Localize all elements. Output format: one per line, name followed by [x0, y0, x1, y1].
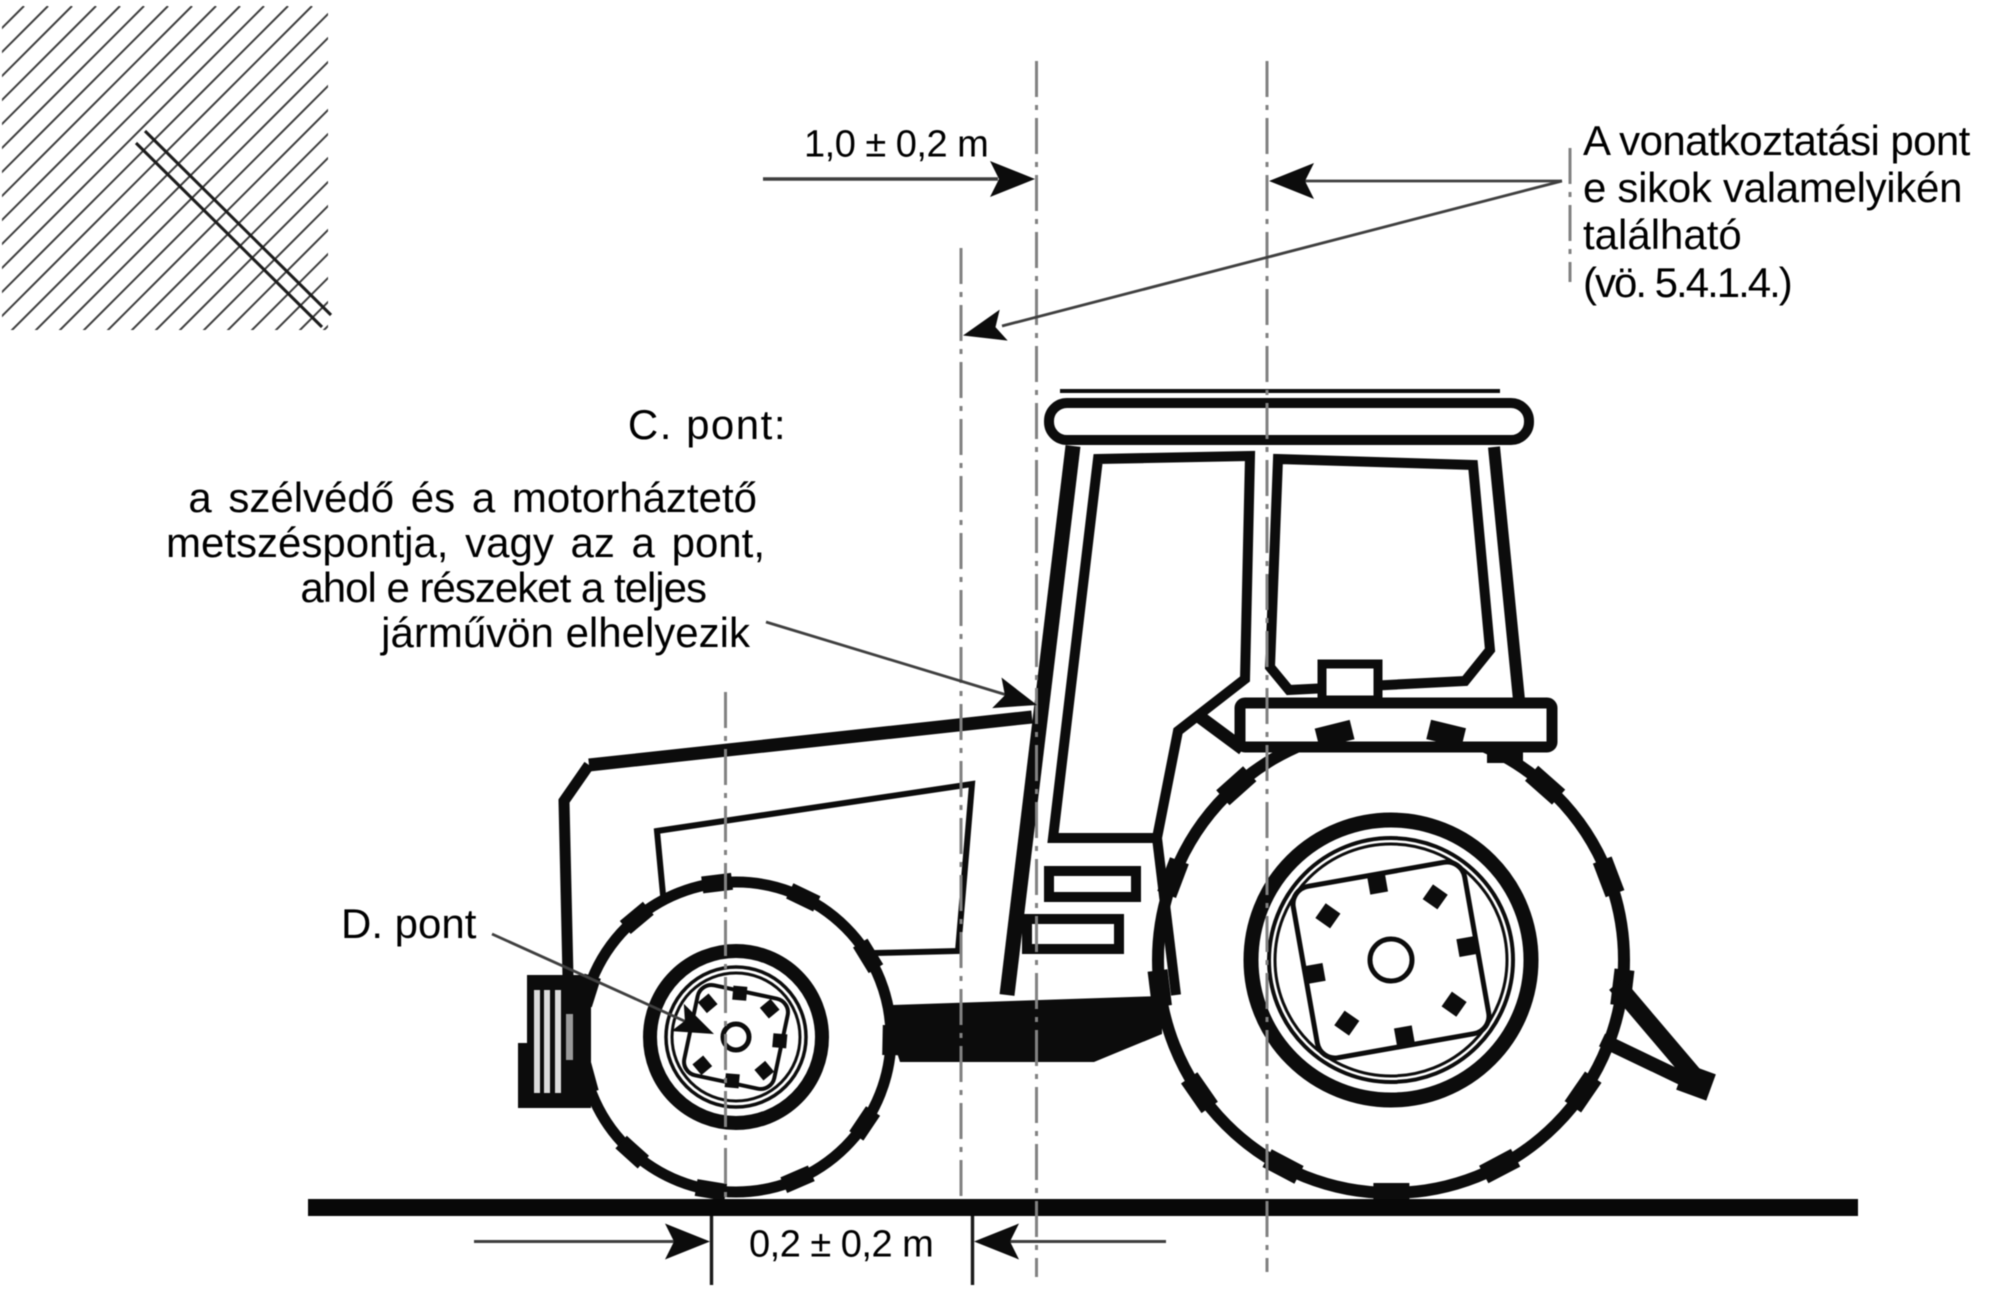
svg-text:A vonatkoztatási pont: A vonatkoztatási pont	[1583, 117, 1971, 164]
svg-text:0,2 ± 0,2 m: 0,2 ± 0,2 m	[749, 1224, 933, 1266]
svg-text:metszéspontja, vagy az a pont,: metszéspontja, vagy az a pont,	[166, 519, 765, 566]
svg-text:1,0 ± 0,2 m: 1,0 ± 0,2 m	[804, 124, 988, 166]
svg-text:D. pont: D. pont	[341, 900, 477, 947]
svg-text:járművön elhelyezik: járművön elhelyezik	[379, 609, 751, 656]
svg-text:(vö. 5.4.1.4.): (vö. 5.4.1.4.)	[1583, 259, 1791, 306]
svg-text:C. pont:: C. pont:	[628, 401, 787, 448]
svg-text:található: található	[1583, 211, 1742, 258]
svg-text:e sikok valamelyikén: e sikok valamelyikén	[1583, 164, 1962, 211]
svg-text:a szélvédő és a motorháztető: a szélvédő és a motorháztető	[188, 474, 757, 521]
svg-text:ahol e részeket a teljes: ahol e részeket a teljes	[300, 564, 706, 611]
